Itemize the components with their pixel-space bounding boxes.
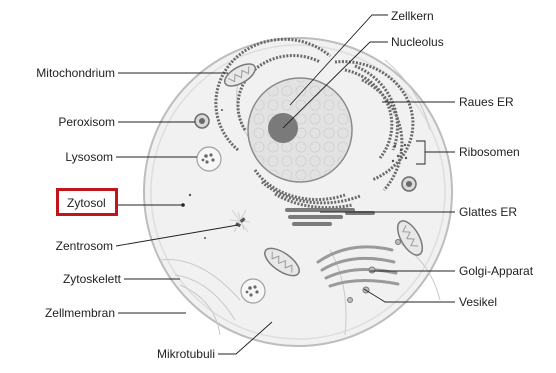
label-zellmembran: Zellmembran [0, 306, 115, 320]
peroxisome-left-core [199, 118, 205, 124]
label-golgi-apparat: Golgi-Apparat [459, 264, 533, 278]
label-ribosomen: Ribosomen [459, 145, 520, 159]
label-vesikel: Vesikel [459, 295, 497, 309]
label-mitochondrium: Mitochondrium [0, 66, 115, 80]
zytosol-marker [181, 203, 185, 207]
label-zytoskelett: Zytoskelett [0, 272, 121, 286]
lysosome-upper [197, 147, 221, 171]
label-glattes-er: Glattes ER [459, 205, 517, 219]
nucleus-texture [250, 80, 350, 180]
label-mikrotubuli: Mikrotubuli [0, 347, 215, 361]
lysosome-lower [241, 279, 265, 303]
label-zytosol: Zytosol [67, 196, 106, 210]
label-lysosom: Lysosom [0, 150, 113, 164]
label-zentrosom: Zentrosom [0, 239, 113, 253]
label-nucleolus: Nucleolus [391, 35, 444, 49]
label-peroxisom: Peroxisom [0, 115, 115, 129]
peroxisome-right-core [406, 181, 412, 187]
label-zellkern: Zellkern [391, 9, 434, 23]
label-raues-er: Raues ER [459, 95, 514, 109]
